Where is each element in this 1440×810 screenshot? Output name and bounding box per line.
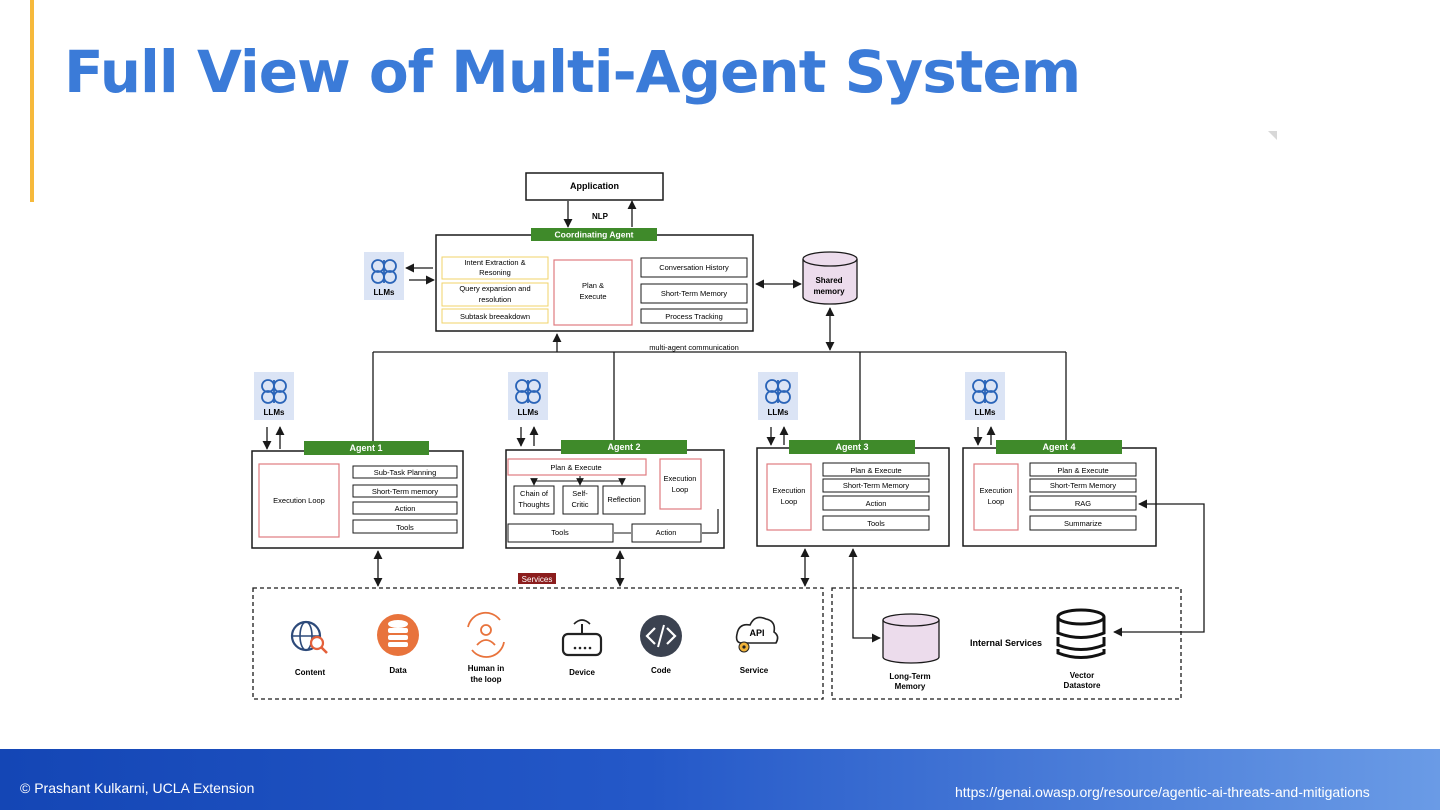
- agent1-short-term-memory: Short-Term memory: [372, 487, 439, 496]
- subtask-breakdown: Subtask breeakdown: [460, 312, 530, 321]
- coordinating-agent: Coordinating Agent Intent Extraction & R…: [435, 228, 754, 332]
- agent-3: Agent 3 Execution Loop Plan & Execute Sh…: [756, 440, 950, 547]
- agent1-sub-task-planning: Sub-Task Planning: [374, 468, 437, 477]
- api-label: API: [749, 628, 764, 638]
- agent4-execution-loop-line2: Loop: [988, 497, 1005, 506]
- service-code-label: Code: [651, 666, 672, 675]
- globe-search-icon: [290, 620, 328, 654]
- human-loop-icon: [467, 611, 505, 658]
- agent2-chain-of-thoughts-line2: Thoughts: [518, 500, 550, 509]
- agent2-reflection: Reflection: [607, 495, 640, 504]
- agent4-llm-label: LLMs: [975, 408, 996, 417]
- footer-source-url: https://genai.owasp.org/resource/agentic…: [955, 784, 1370, 800]
- agent2-llm-label: LLMs: [518, 408, 539, 417]
- agent4-llm: LLMs: [964, 371, 1006, 446]
- internal-services-label: Internal Services: [970, 638, 1042, 648]
- agent2-llm: LLMs: [507, 371, 549, 447]
- services-label: Services: [522, 575, 553, 584]
- footer-copyright: © Prashant Kulkarni, UCLA Extension: [20, 780, 255, 796]
- slide-title: Full View of Multi-Agent System: [64, 38, 1081, 106]
- agent3-short-term-memory: Short-Term Memory: [843, 481, 910, 490]
- agent3-tools: Tools: [867, 519, 885, 528]
- agent-4: Agent 4 Execution Loop Plan & Execute Sh…: [962, 440, 1157, 547]
- conversation-history: Conversation History: [659, 263, 729, 272]
- accent-bar: [30, 0, 34, 202]
- service-device-label: Device: [569, 668, 595, 677]
- coordinating-agent-label: Coordinating Agent: [554, 230, 633, 240]
- agent4-rag: RAG: [1075, 499, 1091, 508]
- service-service-label: Service: [740, 666, 769, 675]
- service-data-label: Data: [389, 666, 407, 675]
- agent4-short-term-memory: Short-Term Memory: [1050, 481, 1117, 490]
- agent4-plan-execute: Plan & Execute: [1057, 466, 1108, 475]
- agent-2: Agent 2 Plan & Execute Chain of Thoughts…: [505, 440, 725, 549]
- query-expansion-line2: resolution: [479, 295, 512, 304]
- agent-1: Agent 1 Execution Loop Sub-Task Planning…: [251, 441, 464, 549]
- coordinator-llm: LLMs: [363, 251, 435, 301]
- database-icon: [377, 614, 419, 656]
- agent4-execution-loop-line1: Execution: [980, 486, 1013, 495]
- nlp-label: NLP: [592, 212, 609, 221]
- agent2-self-critic-line1: Self-: [572, 489, 588, 498]
- agent1-action: Action: [395, 504, 416, 513]
- long-term-memory-cylinder: [882, 613, 940, 664]
- agent2-tools: Tools: [551, 528, 569, 537]
- application-label: Application: [570, 181, 619, 191]
- application-node: Application: [525, 172, 664, 201]
- agent3-plan-execute: Plan & Execute: [850, 466, 901, 475]
- agent1-execution-loop: Execution Loop: [273, 496, 325, 505]
- intent-extraction-line2: Resoning: [479, 268, 511, 277]
- coordinator-short-term-memory: Short-Term Memory: [661, 289, 728, 298]
- agent3-action: Action: [866, 499, 887, 508]
- multi-agent-diagram: Application NLP Coordinating Agent Inten…: [251, 172, 1205, 700]
- agent4-label: Agent 4: [1042, 442, 1075, 452]
- agent1-llm: LLMs: [253, 371, 295, 450]
- agent2-execution-loop-line2: Loop: [672, 485, 689, 494]
- service-content-label: Content: [295, 668, 326, 677]
- agent2-action: Action: [656, 528, 677, 537]
- shared-memory-line2: memory: [813, 287, 845, 296]
- query-expansion-line1: Query expansion and: [459, 284, 530, 293]
- internal-services-panel: Long-Term Memory Internal Services Vecto…: [831, 587, 1182, 700]
- long-term-memory-line2: Memory: [895, 682, 926, 691]
- agent1-label: Agent 1: [349, 443, 382, 453]
- agent1-tools: Tools: [396, 523, 414, 532]
- vector-database-icon: [1056, 608, 1106, 659]
- agent2-execution-loop-line1: Execution: [664, 474, 697, 483]
- shared-memory: Shared memory: [802, 251, 858, 305]
- agent2-chain-of-thoughts-line1: Chain of: [520, 489, 549, 498]
- agent4-summarize: Summarize: [1064, 519, 1102, 528]
- vector-datastore-line1: Vector: [1070, 671, 1094, 680]
- long-term-memory-line1: Long-Term: [889, 672, 930, 681]
- shared-memory-line1: Shared: [815, 276, 842, 285]
- plan-execute-line2: Execute: [579, 292, 606, 301]
- footer-bar: © Prashant Kulkarni, UCLA Extension http…: [0, 749, 1440, 810]
- plan-execute-line1: Plan &: [582, 281, 604, 290]
- router-icon: [561, 619, 603, 657]
- process-tracking: Process Tracking: [665, 312, 723, 321]
- agent3-label: Agent 3: [835, 442, 868, 452]
- coordinator-llm-label: LLMs: [374, 288, 395, 297]
- agent2-label: Agent 2: [607, 442, 640, 452]
- agent2-plan-execute: Plan & Execute: [550, 463, 601, 472]
- agent3-execution-loop-line2: Loop: [781, 497, 798, 506]
- agent3-llm: LLMs: [757, 371, 799, 446]
- multi-agent-communication-label: multi-agent communication: [649, 343, 739, 352]
- agent3-llm-label: LLMs: [768, 408, 789, 417]
- intent-extraction-line1: Intent Extraction &: [464, 258, 525, 267]
- api-cloud-icon: API: [735, 616, 779, 653]
- corner-mark: [1268, 131, 1277, 140]
- code-icon: [640, 615, 682, 657]
- communication-bus: [368, 307, 1071, 453]
- services-panel: Services Content Data Human in the loo: [252, 573, 824, 700]
- agent-service-arrows: [373, 499, 1205, 643]
- agent2-self-critic-line2: Critic: [571, 500, 588, 509]
- vector-datastore-line2: Datastore: [1064, 681, 1101, 690]
- agent3-execution-loop-line1: Execution: [773, 486, 806, 495]
- service-human-line2: the loop: [470, 675, 501, 684]
- agent1-llm-label: LLMs: [264, 408, 285, 417]
- application-coordinator-arrows: [563, 200, 637, 228]
- service-human-line1: Human in: [468, 664, 505, 673]
